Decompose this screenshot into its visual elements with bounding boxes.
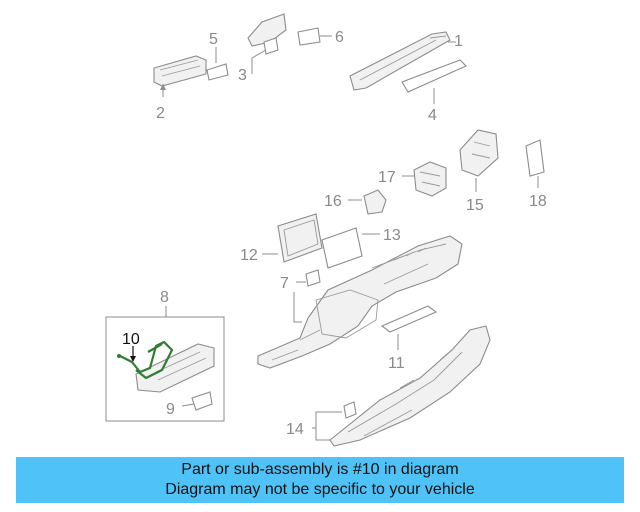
info-banner: Part or sub-assembly is #10 in diagram D… [16,457,624,503]
callout-1: 1 [454,33,463,50]
part-1-upper-panel [349,31,456,91]
part-10-wiring-harness [117,340,174,380]
part-2-vent-bezel [153,55,207,97]
callout-14: 14 [286,421,304,438]
callout-7: 7 [280,275,289,292]
callout-18: 18 [529,193,547,210]
part-18-cover [525,139,545,188]
part-16-clip [348,189,387,215]
callout-6: 6 [335,29,344,46]
parts-diagram: 2 5 3 6 1 4 17 15 [105,13,547,447]
part-13-cover-panel [321,227,380,269]
part-17-switch-housing [402,161,447,197]
part-5-pad [206,47,229,81]
callout-10: 10 [122,331,140,348]
callout-8: 8 [160,289,169,306]
part-7-clip [293,269,321,323]
callout-3: 3 [238,67,247,84]
callout-4: 4 [428,107,437,124]
callout-15: 15 [466,197,484,214]
callout-2: 2 [156,105,165,122]
callout-9: 9 [166,401,175,418]
callout-12: 12 [240,247,258,264]
instrument-panel-frame [257,235,463,369]
callout-13: 13 [383,227,401,244]
callout-16: 16 [324,193,342,210]
part-15-console-piece [459,129,499,192]
part-6-pad [297,27,332,46]
lower-console-frame [329,325,491,447]
part-11-trim [380,305,438,350]
part-12-display-panel [262,213,323,263]
callout-5: 5 [209,31,218,48]
part-4-trim-strip [401,59,467,104]
callout-17: 17 [378,169,396,186]
callout-11: 11 [388,355,405,372]
inset-box-part-8 [105,306,225,422]
banner-line-2: Diagram may not be specific to your vehi… [165,481,475,498]
part-3-bracket [247,13,287,74]
part-14-clips [312,401,357,441]
banner-line-1: Part or sub-assembly is #10 in diagram [181,461,459,478]
